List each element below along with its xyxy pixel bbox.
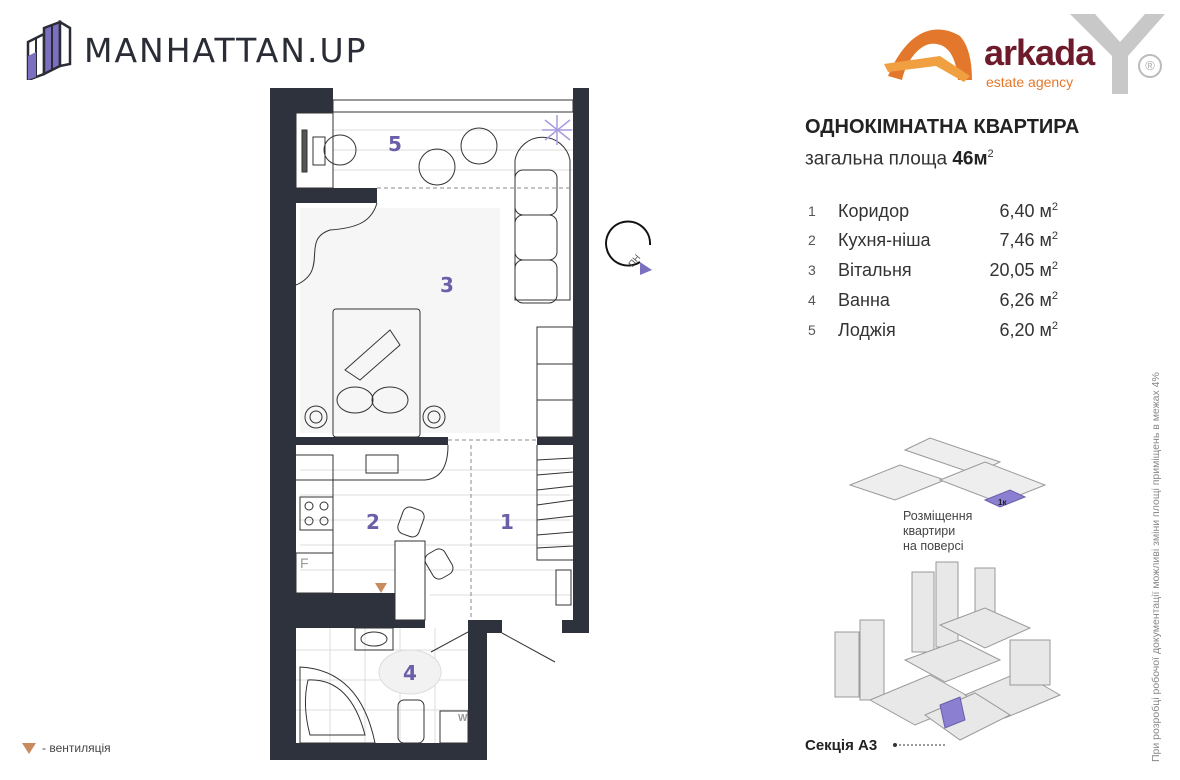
room-area: 6,40 м2: [999, 201, 1058, 222]
total-area: загальна площа 46м2: [805, 148, 994, 170]
ventilation-triangle-icon: [375, 583, 387, 593]
room-number-4: 4: [403, 661, 417, 685]
room-area-sup: 2: [1051, 320, 1058, 332]
room-number-2: 2: [366, 510, 380, 534]
room-row: 3 Вітальня 20,05 м2: [808, 260, 1058, 288]
room-name: Лоджія: [838, 320, 896, 340]
room-number-1: 1: [500, 510, 514, 534]
room-area-sup: 2: [1051, 290, 1058, 302]
apartment-title: ОДНОКІМНАТНА КВАРТИРА: [805, 116, 1080, 138]
floor-location-diagram: 1к: [848, 437, 1047, 508]
fridge-label: F: [300, 555, 309, 571]
zone-dividers: [377, 187, 573, 620]
room-num: 2: [808, 232, 816, 248]
room-name: Ванна: [838, 290, 890, 310]
placement-line: Розміщення: [903, 509, 973, 523]
room-row: 1 Коридор 6,40 м2: [808, 201, 1058, 229]
room-area: 6,26 м2: [999, 290, 1058, 311]
room-area-value: 6,20 м: [999, 320, 1052, 340]
room-area-sup: 2: [1051, 230, 1058, 242]
room-num: 1: [808, 203, 816, 219]
arkada-arch-icon: [884, 14, 1165, 94]
disclaimer-text: При розробці робочої документації можлив…: [1150, 372, 1162, 762]
room-area: 20,05 м2: [989, 260, 1058, 281]
room-num: 5: [808, 322, 816, 338]
bath-floor-mark: [378, 649, 442, 695]
area-label: загальна площа: [805, 148, 948, 170]
building-logo-icon: [26, 20, 72, 80]
placement-line: на поверсі: [903, 539, 964, 553]
room-name: Коридор: [838, 201, 910, 221]
placement-line: квартири: [903, 524, 956, 538]
room-area-sup: 2: [1051, 260, 1058, 272]
registered-mark: ®: [1138, 54, 1162, 78]
room-num: 3: [808, 262, 816, 278]
area-value: 46м: [952, 148, 988, 170]
room-name: Кухня-ніша: [838, 230, 931, 250]
room-area-sup: 2: [1051, 201, 1058, 213]
area-unit-sup: 2: [987, 148, 994, 160]
walls: [270, 88, 589, 760]
brand-logo: MANHATTAN.UP: [22, 20, 368, 80]
disclaimer-note: При розробці робочої документації можлив…: [1150, 362, 1172, 762]
washer-label: W: [458, 713, 468, 724]
complex-site-diagram: [834, 561, 1062, 747]
room-row: 2 Кухня-ніша 7,46 м2: [808, 230, 1058, 258]
agency-logo: arkada estate agency ®: [880, 14, 1170, 94]
floor-placement-label: Розміщення квартири на поверсі: [903, 509, 972, 554]
plant-icon: [542, 115, 572, 145]
room-num: 4: [808, 292, 816, 308]
room-area-value: 7,46 м: [999, 230, 1052, 250]
room-row: 4 Ванна 6,26 м2: [808, 290, 1058, 318]
room-name: Вітальня: [838, 260, 912, 280]
floor-hatch: [296, 129, 573, 743]
agency-name: arkada: [984, 32, 1095, 73]
brand-name: MANHATTAN.UP: [84, 30, 368, 70]
section-label: Секція А3: [805, 737, 878, 754]
carpet: [300, 208, 500, 433]
room-number-3: 3: [440, 273, 454, 297]
room-area-value: 20,05 м: [989, 260, 1052, 280]
room-area-value: 6,26 м: [999, 290, 1052, 310]
furniture: [295, 99, 574, 744]
room-area-value: 6,40 м: [999, 201, 1052, 221]
room-area: 7,46 м2: [999, 230, 1058, 251]
room-row: 5 Лоджія 6,20 м2: [808, 320, 1058, 348]
room-area: 6,20 м2: [999, 320, 1058, 341]
legend-text: - вентиляція: [42, 741, 111, 755]
agency-tagline: estate agency: [986, 74, 1074, 90]
floor-badge: 1к: [998, 498, 1007, 507]
compass-icon: ПН: [605, 220, 652, 275]
ventilation-triangle-icon: [22, 742, 36, 754]
room-number-5: 5: [388, 132, 402, 156]
legend: - вентиляція: [22, 741, 111, 755]
